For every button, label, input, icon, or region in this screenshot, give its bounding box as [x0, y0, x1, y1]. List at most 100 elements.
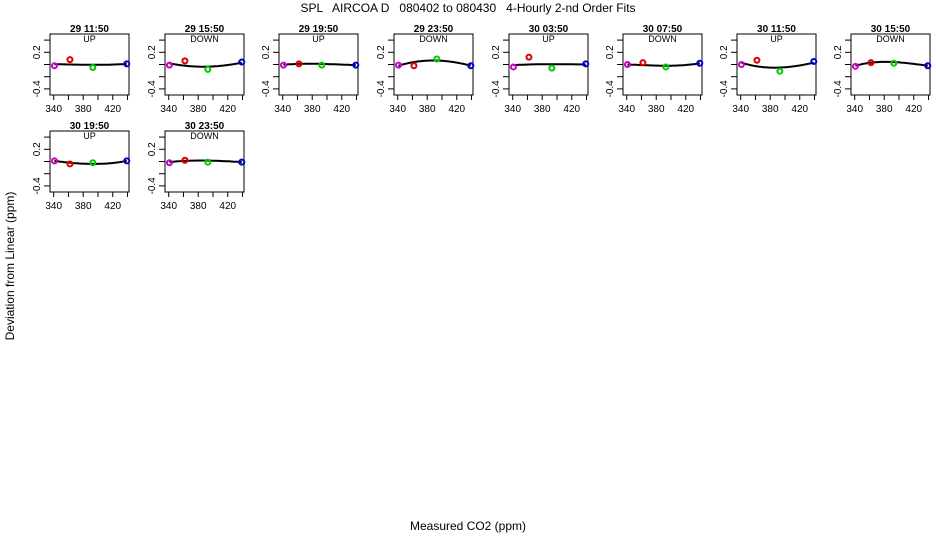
fit-curve — [54, 62, 127, 66]
y-tick-label: -0.4 — [147, 177, 158, 195]
data-point — [295, 60, 303, 68]
data-point — [753, 56, 761, 64]
x-tick-label: 420 — [219, 201, 236, 212]
data-point — [394, 61, 402, 69]
data-point — [123, 157, 131, 165]
data-point — [548, 64, 556, 72]
x-tick-label: 380 — [762, 104, 779, 115]
y-tick-label: 0.2 — [719, 45, 730, 59]
y-tick-label: -0.4 — [261, 80, 272, 98]
data-point — [165, 61, 173, 69]
x-tick-label: 340 — [846, 104, 863, 115]
y-tick-label: 0.2 — [491, 45, 502, 59]
x-tick-label: 420 — [333, 104, 350, 115]
y-tick-label: -0.4 — [376, 80, 387, 98]
x-tick-label: 420 — [563, 104, 580, 115]
data-point — [204, 158, 212, 166]
data-point — [66, 160, 74, 168]
y-tick-label: -0.4 — [833, 80, 844, 98]
data-point — [181, 57, 189, 65]
x-axis-label: Measured CO2 (ppm) — [409, 519, 527, 533]
x-tick-label: 420 — [104, 104, 121, 115]
x-tick-label: 380 — [190, 104, 207, 115]
data-point — [582, 60, 590, 68]
data-point — [924, 62, 932, 70]
x-tick-label: 380 — [419, 104, 436, 115]
y-tick-label: 0.2 — [147, 142, 158, 156]
y-tick-label: -0.4 — [491, 80, 502, 98]
panel-direction: UP — [83, 34, 96, 44]
y-tick-label: -0.4 — [605, 80, 616, 98]
panel-title: 30 03:50 — [529, 24, 569, 35]
data-point — [50, 62, 58, 70]
y-tick-label: -0.4 — [719, 80, 730, 98]
panel-title: 30 19:50 — [70, 121, 110, 132]
data-point — [851, 62, 859, 70]
x-tick-label: 420 — [905, 104, 922, 115]
data-point — [204, 65, 212, 73]
x-tick-label: 420 — [448, 104, 465, 115]
x-tick-label: 380 — [75, 201, 92, 212]
y-tick-label: 0.2 — [147, 45, 158, 59]
panel-direction: DOWN — [648, 34, 677, 44]
data-point — [737, 61, 745, 68]
panel-direction: DOWN — [190, 34, 219, 44]
y-tick-label: -0.4 — [147, 80, 158, 98]
data-point — [623, 61, 631, 68]
x-tick-label: 380 — [75, 104, 92, 115]
panel-title: 30 11:50 — [757, 24, 796, 35]
panel-direction: UP — [312, 34, 325, 44]
x-tick-label: 420 — [677, 104, 694, 115]
panel-direction: DOWN — [876, 34, 905, 44]
data-point — [50, 157, 58, 165]
x-tick-label: 420 — [104, 201, 121, 212]
data-point — [776, 67, 784, 75]
panel-title: 29 11:50 — [70, 24, 109, 35]
data-point — [662, 63, 670, 71]
y-tick-label: -0.4 — [32, 177, 43, 195]
panel-title: 30 15:50 — [871, 24, 911, 35]
x-tick-label: 380 — [190, 201, 207, 212]
x-tick-label: 340 — [160, 201, 177, 212]
data-point — [410, 62, 418, 70]
data-point — [696, 59, 704, 67]
data-point — [66, 56, 74, 64]
x-tick-label: 340 — [504, 104, 521, 115]
panel-title: 30 07:50 — [643, 24, 683, 35]
x-tick-label: 340 — [45, 104, 62, 115]
x-tick-label: 380 — [876, 104, 893, 115]
panel-title: 30 23:50 — [185, 121, 225, 132]
y-tick-label: 0.2 — [32, 45, 43, 59]
data-point — [639, 59, 647, 67]
panel-title: 29 15:50 — [185, 24, 225, 35]
panel-direction: UP — [770, 34, 783, 44]
x-tick-label: 380 — [648, 104, 665, 115]
data-point — [509, 63, 517, 71]
data-point — [467, 62, 475, 70]
data-point — [525, 53, 533, 61]
data-point — [810, 57, 818, 65]
data-point — [352, 61, 360, 69]
panel-title: 29 19:50 — [299, 24, 339, 35]
fit-curve — [513, 63, 586, 67]
data-point — [890, 59, 898, 67]
chart-title: SPL AIRCOA D 080402 to 080430 4-Hourly 2… — [300, 1, 636, 15]
panel-direction: UP — [83, 131, 96, 141]
data-point — [433, 55, 441, 63]
data-point — [318, 61, 326, 69]
y-tick-label: 0.2 — [376, 45, 387, 59]
x-tick-label: 340 — [732, 104, 749, 115]
y-tick-label: 0.2 — [32, 142, 43, 156]
panel-direction: DOWN — [419, 34, 448, 44]
data-point — [181, 156, 189, 164]
x-tick-label: 340 — [45, 201, 62, 212]
y-tick-label: 0.2 — [833, 45, 844, 59]
data-point — [867, 59, 875, 67]
data-point — [165, 159, 173, 167]
